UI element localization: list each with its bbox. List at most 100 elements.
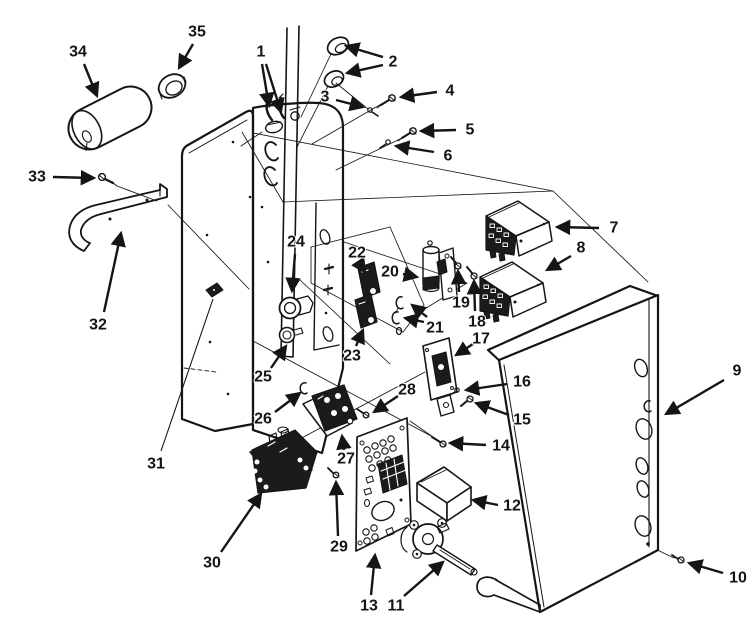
mounting-ring-35: [157, 73, 187, 100]
callout-arrow: [554, 219, 600, 236]
callout-12: 12: [470, 494, 522, 516]
callout-number-1: 1: [257, 44, 266, 61]
callout-17: 17: [454, 330, 491, 357]
callout-arrow: [328, 479, 345, 537]
callout-number-29: 29: [330, 539, 348, 556]
callout-arrow: [335, 96, 366, 112]
callout-arrow: [274, 391, 302, 413]
callout-number-25: 25: [254, 369, 272, 386]
callout-33: 33: [27, 168, 97, 187]
callout-6: 6: [393, 140, 454, 166]
callout-number-12: 12: [503, 498, 521, 515]
callout-number-8: 8: [577, 240, 586, 257]
screws-3-4-5-6: [367, 94, 417, 149]
callout-arrow: [259, 63, 275, 109]
callout-number-13: 13: [360, 598, 378, 615]
relay-8: [479, 261, 547, 323]
callout-number-32: 32: [89, 317, 107, 334]
callout-8: 8: [544, 239, 587, 272]
circuit-breaker-20: [422, 240, 458, 301]
support-bracket-32: [68, 183, 168, 252]
grommets-2: [323, 36, 350, 88]
callout-number-26: 26: [254, 411, 272, 428]
callout-34: 34: [68, 43, 100, 99]
callout-number-15: 15: [513, 412, 531, 429]
callout-22: 22: [347, 244, 367, 274]
callout-20: 20: [380, 263, 420, 282]
callout-arrow: [52, 169, 97, 186]
toggle-switch-1: [264, 93, 301, 134]
callout-number-3: 3: [321, 89, 330, 106]
callout-7: 7: [554, 219, 620, 238]
callout-number-21: 21: [426, 320, 444, 337]
relay-27: [302, 384, 358, 437]
callout-arrow: [220, 492, 263, 553]
callout-arrow: [343, 42, 384, 59]
screws-14-15-16: [431, 387, 474, 448]
callout-number-17: 17: [472, 331, 490, 348]
callout-arrow: [544, 254, 572, 272]
callout-arrow: [393, 140, 435, 156]
bushing-24: [278, 295, 314, 320]
callout-21: 21: [402, 303, 445, 338]
callout-arrow: [336, 433, 352, 451]
relay-box-12: [416, 466, 472, 522]
callout-arrow: [398, 87, 438, 103]
callout-25: 25: [253, 344, 288, 387]
callout-arrow: [454, 341, 474, 357]
callout-35: 35: [177, 23, 207, 71]
callout-number-5: 5: [466, 122, 475, 139]
callout-arrow: [365, 552, 382, 596]
callout-number-24: 24: [287, 234, 305, 251]
callout-number-22: 22: [348, 245, 366, 262]
panel-retaining-clips: [263, 141, 279, 187]
callout-27: 27: [336, 433, 356, 469]
callout-number-23: 23: [343, 348, 361, 365]
callout-28: 28: [372, 381, 417, 414]
callout-5: 5: [418, 121, 476, 140]
callout-arrow: [447, 435, 487, 452]
callout-9: 9: [663, 362, 743, 416]
clips-21: [391, 296, 404, 336]
callout-arrow: [372, 395, 399, 414]
control-panel-side-face: [180, 109, 255, 433]
callout-number-20: 20: [381, 264, 399, 281]
callout-arrow: [418, 122, 457, 139]
callout-number-16: 16: [513, 374, 531, 391]
screw-29: [327, 467, 340, 479]
callout-32: 32: [88, 230, 126, 335]
callout-2: 2: [343, 42, 399, 78]
screw-28: [356, 408, 370, 419]
callout-arrow: [102, 230, 126, 313]
callout-number-18: 18: [468, 314, 486, 331]
callout-19: 19: [450, 268, 471, 313]
callout-number-4: 4: [446, 83, 455, 100]
callout-arrow: [402, 313, 425, 329]
screw-10: [671, 554, 685, 564]
callout-number-11: 11: [388, 598, 405, 615]
callout-arrow: [82, 63, 100, 99]
callout-arrow: [470, 494, 499, 511]
circuit-board-13: [355, 417, 412, 552]
tab-31: [205, 282, 224, 298]
callout-13: 13: [359, 552, 382, 616]
callout-arrow: [285, 253, 301, 294]
callout-arrow: [270, 344, 288, 369]
callout-4: 4: [398, 82, 456, 103]
callout-23: 23: [342, 327, 365, 366]
callout-number-35: 35: [188, 24, 206, 41]
callout-24: 24: [285, 233, 306, 294]
callout-arrow: [663, 378, 725, 416]
callout-11: 11: [387, 560, 445, 616]
callout-number-9: 9: [733, 363, 742, 380]
switch-block-23: [354, 293, 378, 329]
callout-number-30: 30: [203, 555, 221, 572]
bushing-25: [278, 326, 304, 344]
screw-33: [97, 172, 118, 187]
callout-arrow: [463, 380, 508, 396]
callout-arrow: [450, 268, 467, 293]
callout-arrow: [686, 559, 724, 575]
callout-arrow: [403, 560, 445, 597]
